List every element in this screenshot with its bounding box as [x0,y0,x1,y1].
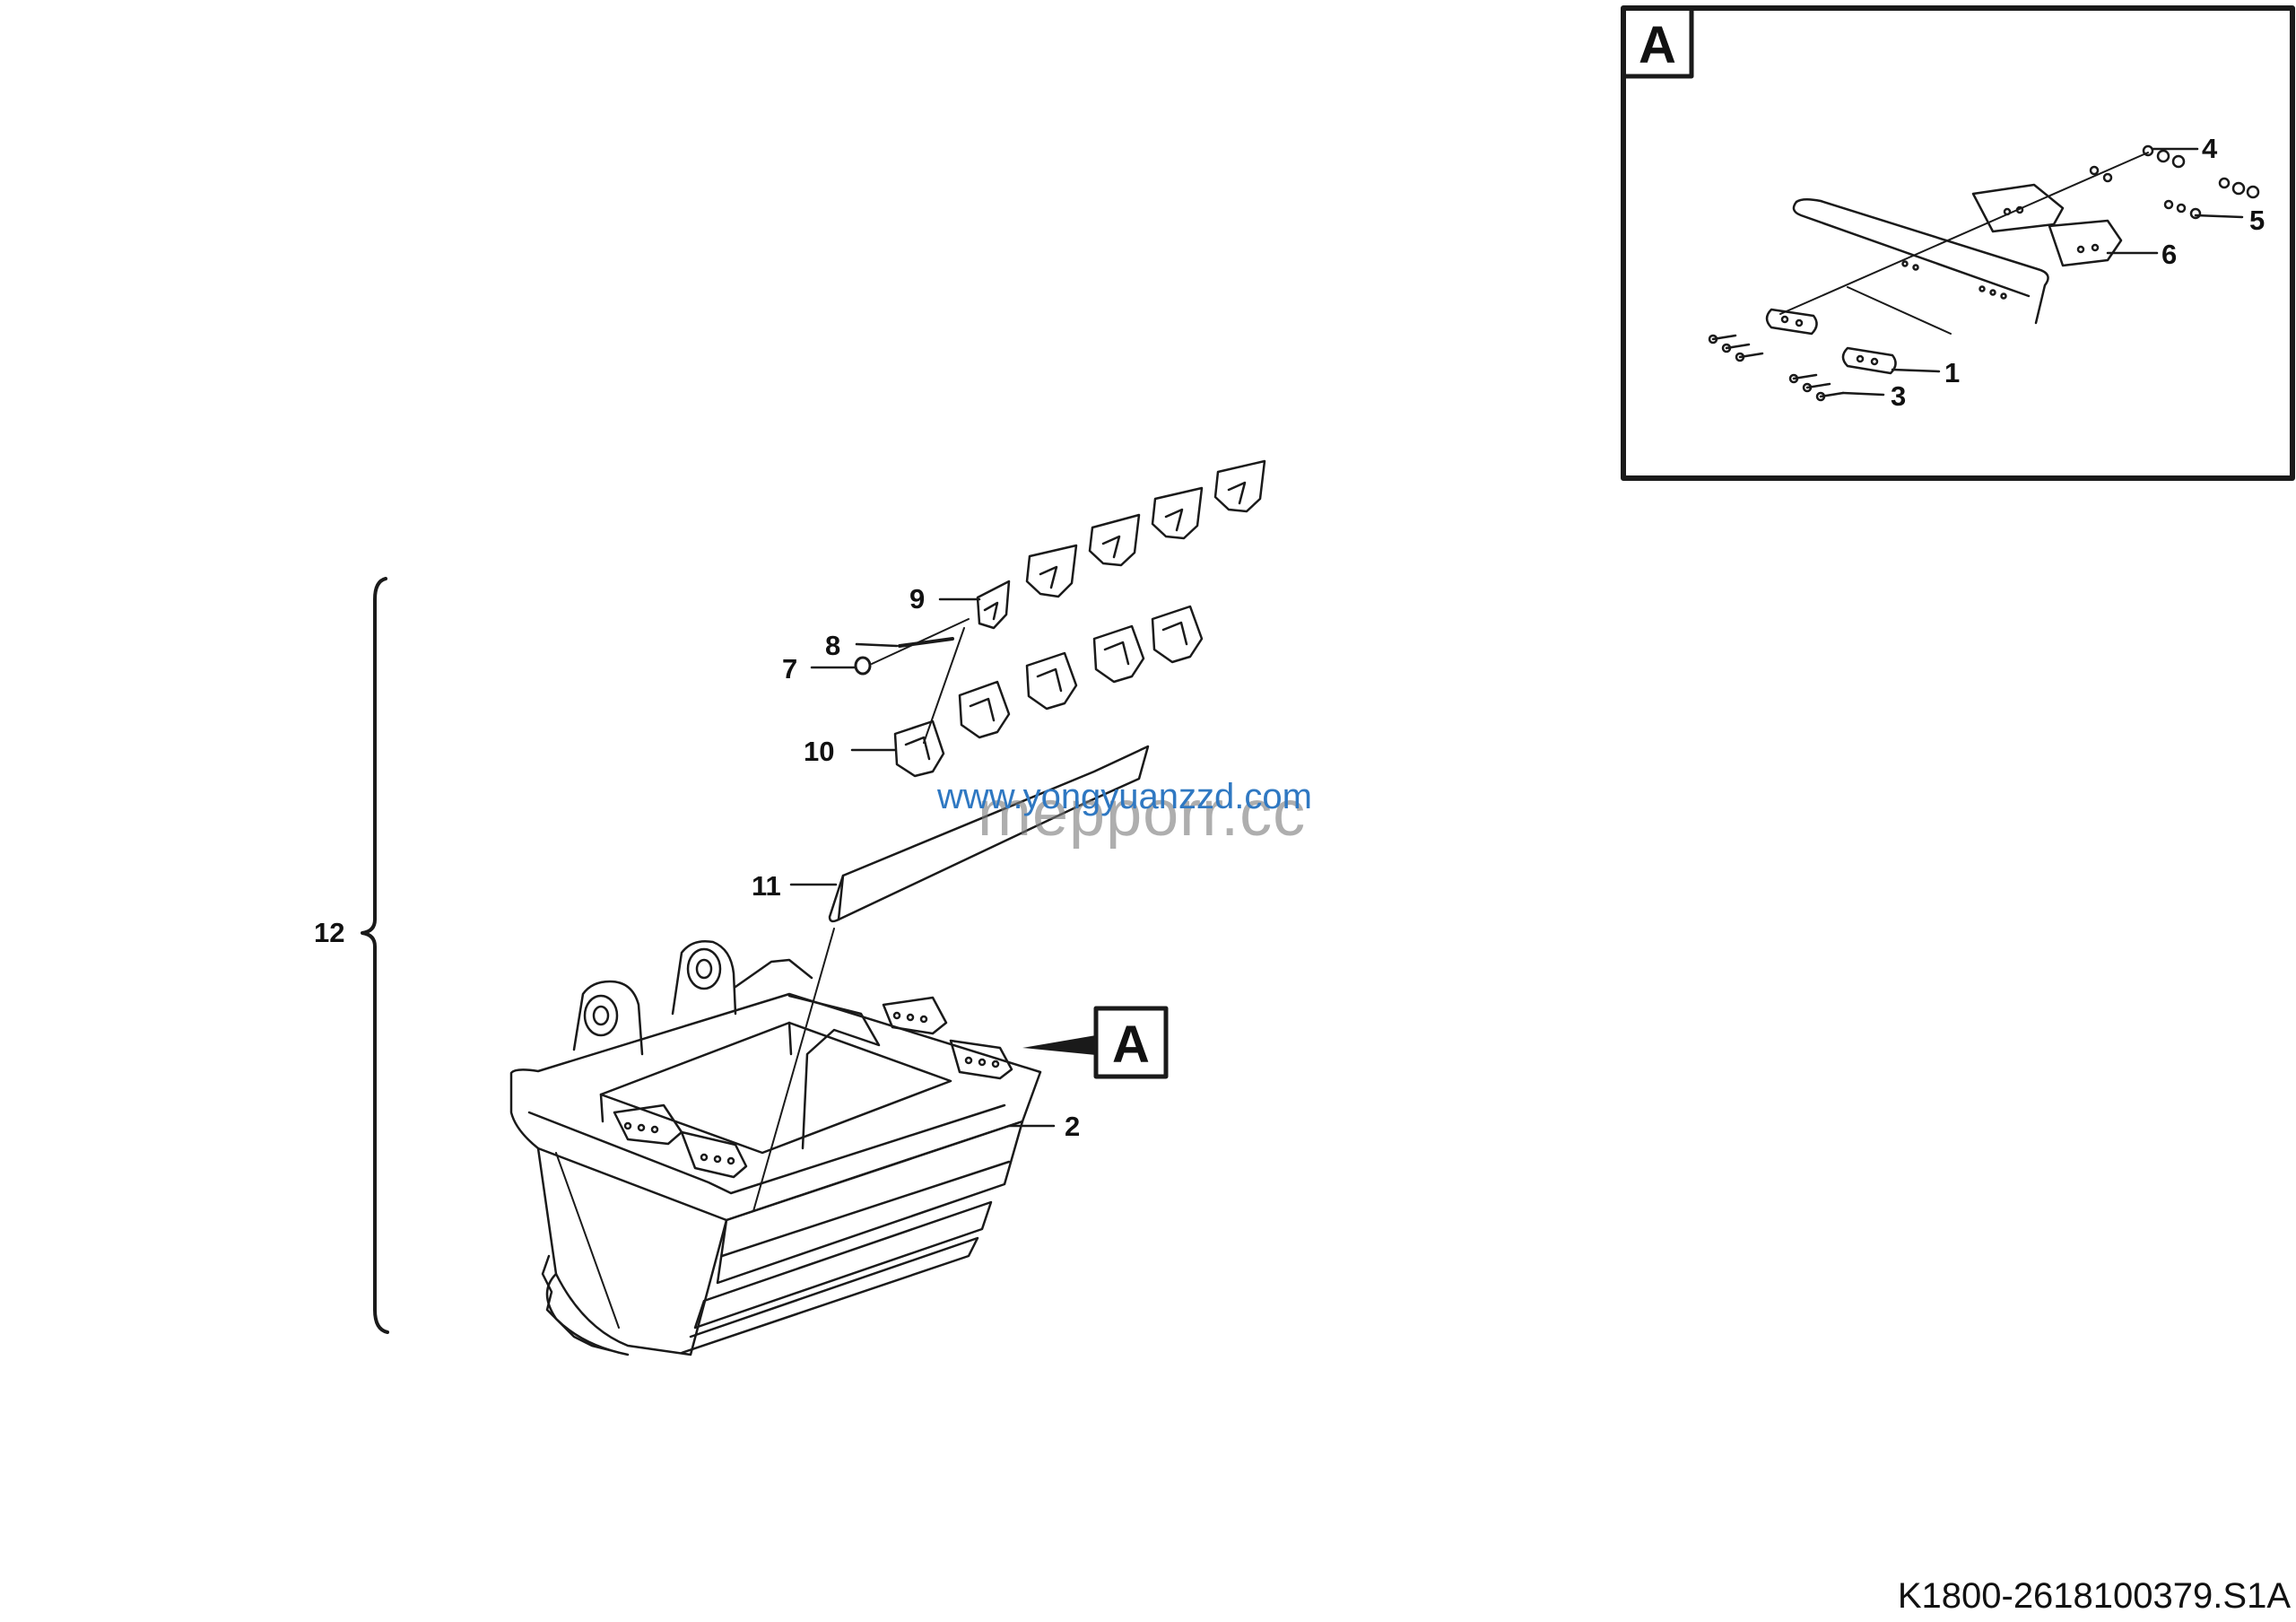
callout-2: 2 [1065,1111,1080,1142]
tooth-4 [1151,486,1204,540]
watermark-primary: www.yongyuanzzd.com [937,777,1312,816]
detail-bolts-upper [1708,334,1764,362]
assembly-axis-adapter [923,627,965,744]
detail-frame [1621,5,2295,481]
tooth-2 [1025,544,1078,598]
pin [898,637,954,648]
detail-inset-label: A [1639,16,1676,74]
detail-view-a [1621,5,2295,481]
detail-a-pointer-box [1093,1006,1169,1079]
detail-axis-line-2 [1847,286,1952,335]
cutting-edge [828,745,1150,923]
adapter-1 [893,719,945,778]
detail-label-box [1621,5,1694,79]
detail-plate-lower [1841,346,1897,375]
detail-pointer-label: A [1112,1016,1150,1074]
detail-bolts-lower [1788,373,1845,402]
callout-7: 7 [782,653,797,685]
callout-5: 5 [2249,205,2265,236]
assembly-axis-pins [871,618,970,665]
tooth-3 [1088,513,1141,567]
callout-4: 4 [2202,133,2218,164]
retainer-ring [854,656,872,676]
assembly-bracket [361,577,389,1334]
leader-8 [855,642,899,648]
callout-3: 3 [1891,380,1906,412]
callout-8: 8 [825,630,840,661]
watermark-secondary: mepporr.cc [978,778,1307,850]
leader-1 [1891,368,1941,373]
adapter-4 [1092,624,1145,684]
tooth-5 [1213,459,1266,513]
callout-9: 9 [909,583,925,615]
callout-12: 12 [314,917,344,948]
leader-3 [1841,391,1885,397]
callout-6: 6 [2161,239,2177,270]
detail-cutting-edge [1792,198,2049,325]
adapter-2 [958,680,1011,739]
detail-plate-upper [1765,308,1818,336]
detail-a-pointer [1022,1006,1169,1079]
detail-nuts-lower [2163,199,2202,220]
callout-10: 10 [804,736,834,767]
detail-side-cutter-lower [2048,219,2123,267]
tooth-1 [976,580,1011,630]
detail-axis-line [1779,152,2149,315]
adapters-row [893,605,1204,778]
teeth-row [976,459,1266,630]
callout-11: 11 [752,870,781,902]
detail-nuts-upper [2089,144,2260,199]
bucket [509,928,1042,1356]
callout-1: 1 [1944,357,1960,388]
leader-5 [2194,214,2244,219]
adapter-5 [1151,605,1204,664]
detail-side-cutter-upper [1971,183,2065,233]
figure-id: K1800-2618100379.S1A [1897,1576,2291,1616]
adapter-3 [1025,651,1078,711]
